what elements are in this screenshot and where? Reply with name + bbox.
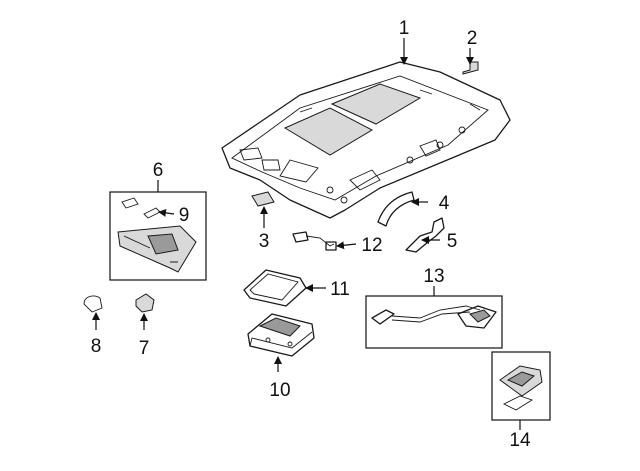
callout-9: 9: [179, 205, 190, 226]
box-13: [365, 295, 503, 349]
cap-part-8: [83, 295, 103, 313]
callout-6: 6: [153, 160, 164, 181]
console-part-14: [499, 365, 543, 411]
headliner-part: [221, 61, 511, 219]
box-14: [491, 351, 551, 421]
clip-part-7: [135, 293, 155, 313]
clip-part-9-top: [121, 197, 139, 209]
callout-7: 7: [139, 338, 150, 359]
callout-8: 8: [91, 336, 102, 357]
callout-12: 12: [361, 235, 382, 256]
callout-11: 11: [330, 279, 350, 300]
clip-part-9: [143, 207, 161, 219]
bracket-part-5: [405, 217, 445, 253]
sun-visor-part-6: [117, 225, 197, 273]
leaders: [92, 38, 521, 430]
harness-part-13: [371, 305, 497, 329]
callout-1: 1: [399, 18, 410, 39]
callout-13: 13: [423, 266, 444, 287]
wire-harness-part-12: [292, 231, 337, 251]
callout-10: 10: [269, 380, 290, 401]
callout-3: 3: [259, 231, 270, 252]
callout-4: 4: [439, 193, 450, 214]
lens-frame-part-11: [243, 269, 307, 307]
callout-labels: 1 2 3 4 5 6 7 8 9 10 11 12 13 14: [91, 18, 531, 451]
callout-2: 2: [467, 28, 478, 49]
pad-part-3: [251, 191, 275, 207]
callout-14: 14: [509, 430, 531, 451]
dome-lamp-part-10: [247, 313, 315, 357]
grab-handle-part-4: [377, 191, 415, 227]
callout-5: 5: [447, 231, 458, 252]
